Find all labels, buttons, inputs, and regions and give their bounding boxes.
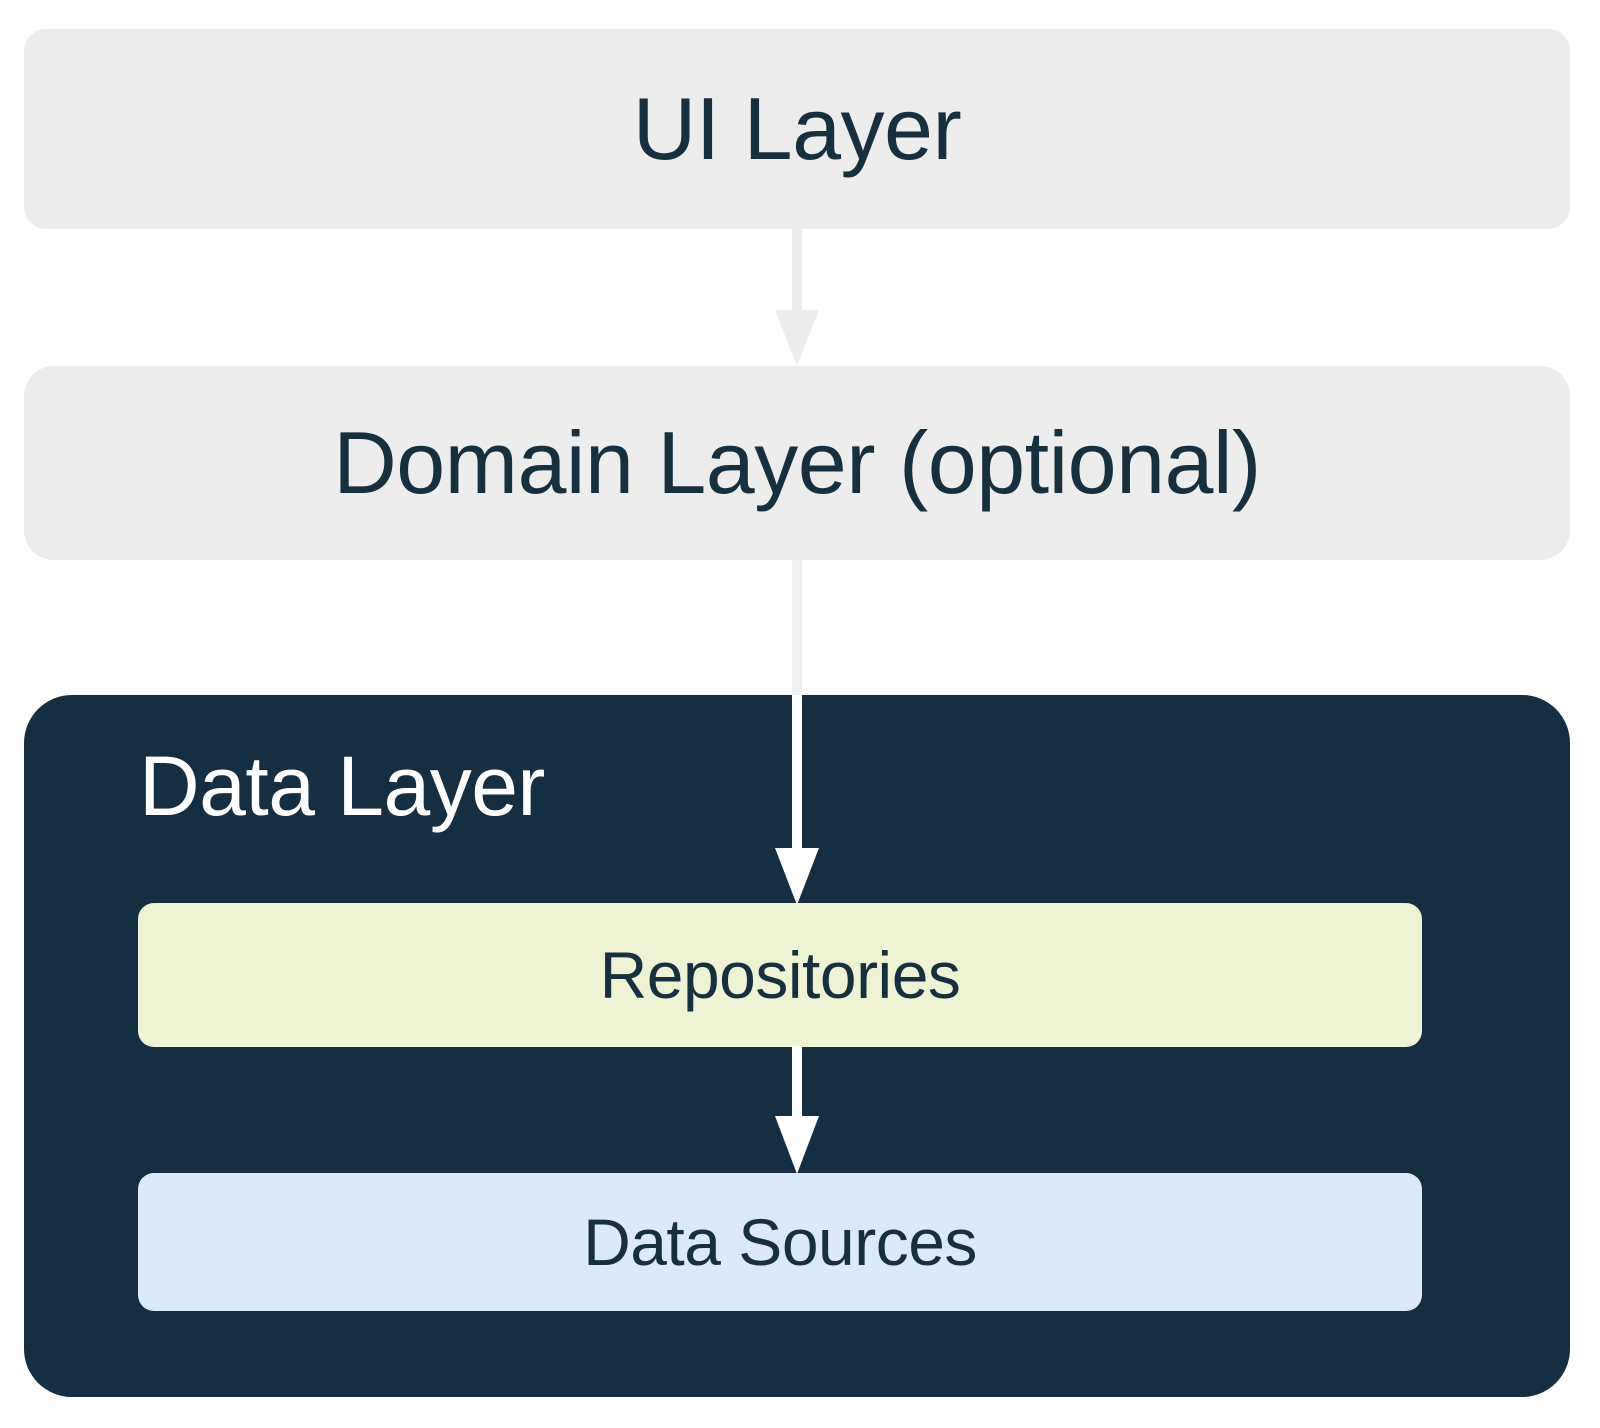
arrow-repositories-to-data-sources-icon (775, 1046, 819, 1174)
domain-layer-label: Domain Layer (optional) (333, 413, 1261, 512)
ui-layer-label: UI Layer (632, 79, 962, 178)
arrow-domain-to-repositories-icon (775, 559, 819, 905)
repositories-label: Repositories (599, 938, 961, 1012)
arrow-ui-to-domain-icon (775, 228, 819, 366)
data-sources-box[interactable]: Data Sources (138, 1173, 1422, 1311)
repositories-box[interactable]: Repositories (138, 903, 1422, 1047)
ui-layer-box[interactable]: UI Layer (24, 29, 1570, 229)
data-layer-label: Data Layer (139, 739, 545, 833)
data-sources-label: Data Sources (583, 1205, 977, 1279)
domain-layer-box[interactable]: Domain Layer (optional) (24, 366, 1570, 560)
